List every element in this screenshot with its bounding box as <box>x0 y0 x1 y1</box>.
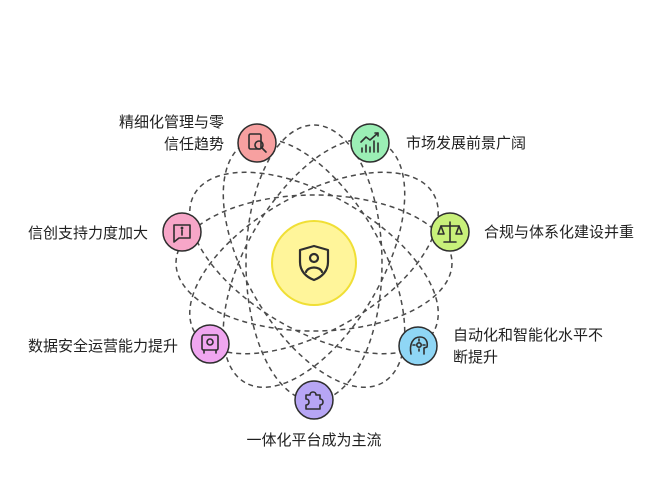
node-compliance <box>430 212 470 252</box>
label-zero-trust: 精细化管理与零 信任趋势 <box>118 113 224 153</box>
label-platform: 一体化平台成为主流 <box>246 431 382 449</box>
node-automation <box>398 326 438 366</box>
node-market <box>350 123 390 163</box>
robot-head-icon <box>409 336 429 355</box>
balance-scale-icon <box>437 221 463 243</box>
orbit-ellipse <box>222 137 406 389</box>
node-data-security <box>190 324 230 364</box>
shield-user-icon <box>298 244 330 282</box>
label-market: 市场发展前景广阔 <box>406 134 527 152</box>
orbit-ellipse <box>188 171 440 355</box>
label-data-security: 数据安全运营能力提升 <box>27 337 178 355</box>
label-xinchuang: 信创支持力度加大 <box>27 224 148 242</box>
node-zero-trust <box>237 123 277 163</box>
safe-box-icon <box>201 334 219 354</box>
info-flag-icon <box>173 224 191 243</box>
puzzle-piece-icon <box>305 391 324 410</box>
label-compliance: 合规与体系化建设并重 <box>484 223 635 241</box>
node-platform <box>294 380 334 420</box>
orbit-ellipse <box>222 137 406 389</box>
magnifier-document-icon <box>248 133 267 153</box>
center-node <box>271 220 357 306</box>
orbit-ellipse <box>175 194 453 332</box>
node-xinchuang <box>162 212 202 252</box>
label-automation: 自动化和智能化水平不 断提升 <box>453 326 604 366</box>
growth-chart-icon <box>360 132 379 153</box>
